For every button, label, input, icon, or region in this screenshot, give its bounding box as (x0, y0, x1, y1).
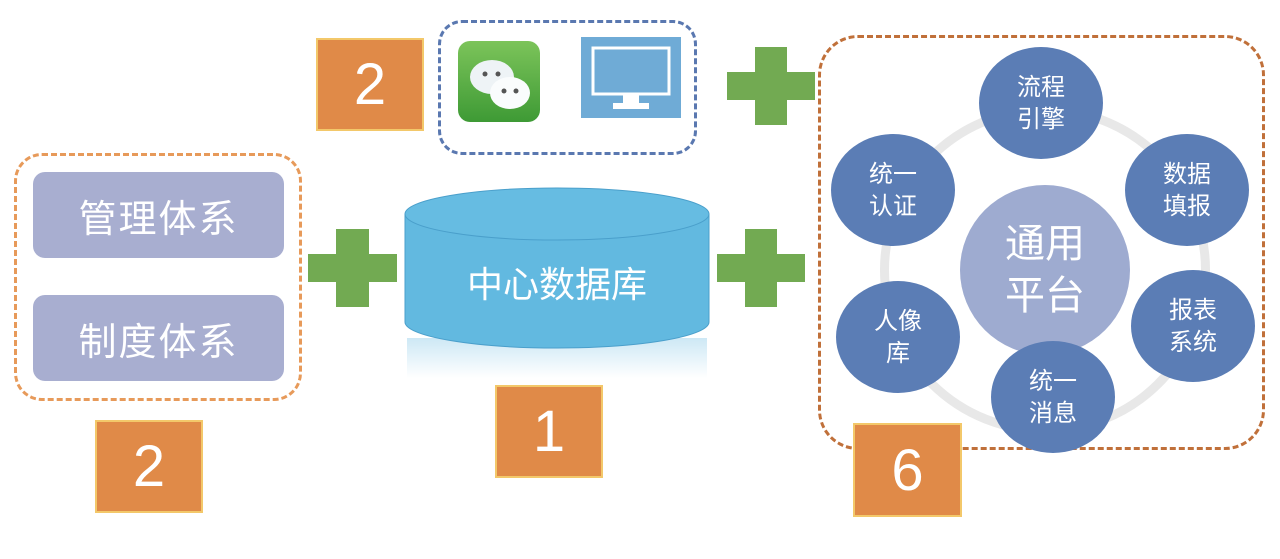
plus-icon (727, 47, 815, 125)
platform-center-line1: 通用 (1005, 221, 1085, 267)
module-label: 填报 (1163, 192, 1211, 220)
module-label: 引擎 (1017, 105, 1065, 133)
module-unified-message: 统一消息 (991, 341, 1115, 453)
platform-center-circle: 通用 平台 (960, 185, 1130, 355)
module-process-engine: 流程引擎 (979, 47, 1103, 159)
database-cylinder: 中心数据库 (403, 187, 711, 378)
plus-icon (717, 229, 805, 307)
module-label: 库 (886, 339, 910, 367)
platform-count-badge: 6 (853, 423, 962, 517)
module-label: 统一 (869, 160, 917, 188)
channels-group (438, 20, 697, 155)
module-label: 统一 (1029, 367, 1077, 395)
module-label: 人像 (874, 307, 922, 335)
plus-icon (308, 229, 397, 307)
module-label: 流程 (1017, 73, 1065, 101)
platform-center-line2: 平台 (1005, 273, 1085, 319)
module-label: 报表 (1169, 296, 1217, 324)
module-unified-auth: 统一认证 (831, 134, 955, 246)
management-system-box: 管理体系 (33, 172, 284, 258)
module-label: 数据 (1163, 160, 1211, 188)
module-portrait-library: 人像库 (836, 281, 960, 393)
database-count-badge: 1 (495, 385, 603, 478)
systems-count-badge: 2 (95, 420, 203, 513)
database-label: 中心数据库 (466, 265, 647, 306)
module-report-system: 报表系统 (1131, 270, 1255, 382)
module-label: 系统 (1169, 328, 1217, 356)
module-label: 消息 (1029, 399, 1077, 427)
channels-count-badge: 2 (316, 38, 424, 131)
wechat-icon (458, 41, 540, 122)
monitor-icon (581, 37, 681, 118)
module-data-entry: 数据填报 (1125, 134, 1249, 246)
regulation-system-box: 制度体系 (33, 295, 284, 381)
module-label: 认证 (869, 192, 917, 220)
systems-group (14, 153, 302, 401)
